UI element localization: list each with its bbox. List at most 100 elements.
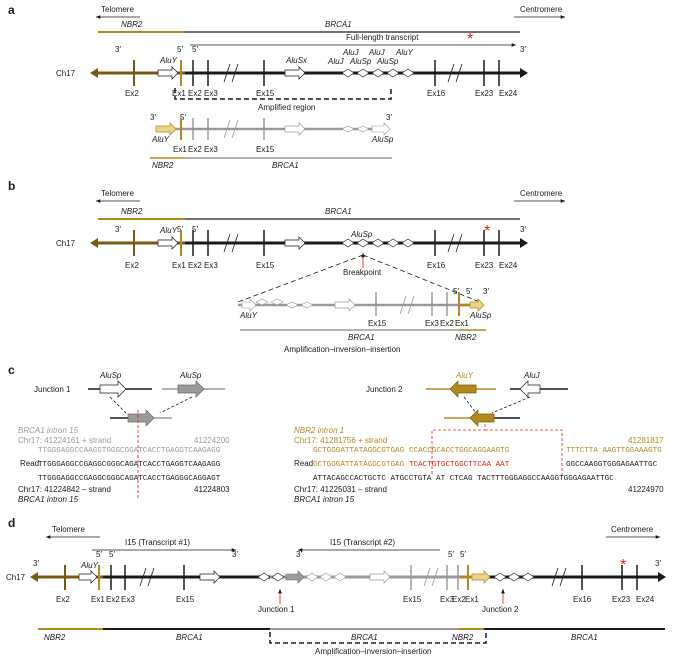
d-three-prime-t1: 3′ [232,550,238,559]
aluy-label: AluY [159,56,178,65]
b-chrom-left-arrowhead [90,238,98,248]
b-aluy-element [157,236,179,250]
d-transcript2-label: I15 (Transcript #2) [330,538,395,547]
panel-label-a: a [8,3,15,17]
d-ex1-nbr2-label: Ex1 [91,595,105,604]
d-three-prime-right: 3′ [655,559,661,568]
ex1-nbr2-label: Ex1 [172,89,186,98]
alusp-element-2 [386,68,400,78]
b-inv-alusx-element [334,298,356,312]
ex24-label: Ex24 [499,89,518,98]
b-inv-five-prime-a: 5′ [453,287,459,296]
c-j2-aluj-element [519,380,541,398]
c-j2-gene-top: NBR2 intron 1 [294,426,344,435]
d-five-prime-inv-a: 5′ [448,550,454,559]
d-junction1-alu [285,570,305,584]
c-j2-seq-top-a: GCTGGGATTATAGGCGTGAG [313,447,405,455]
d-ex16-label: Ex16 [573,595,592,604]
b-break-marks-2 [447,233,463,253]
b-ex24-label: Ex24 [499,261,518,270]
b-chrom-right-arrowhead [520,238,528,248]
sub-ex3-label: Ex3 [204,145,218,154]
b-inv-nbr2-label: NBR2 [455,333,477,342]
c-j1-combined-alu [127,409,155,427]
c-j2-aluy-label: AluY [455,371,474,380]
c-j1-gene-top: BRCA1 intron 15 [18,426,79,435]
b-five-prime-nbr2: 5′ [177,225,183,234]
b-inv-alu-cluster [255,298,314,309]
c-j2-seq-read-c: GGCCAAGGTGGGAGAATTGC [566,461,658,469]
c-j2-seq-read-a: GCTGGGATTATAGGCGTGAG [313,461,405,469]
b-ex1-nbr2-label: Ex1 [172,261,186,270]
c-j1-alusp-element-b [177,380,205,398]
ex23-label: Ex23 [475,89,494,98]
sub-nbr2-label: NBR2 [152,161,174,170]
b-inv-five-prime-b: 5′ [466,287,472,296]
c-j1-alusp-label-b: AluSp [179,371,202,380]
d-bar-brca1-a-label: BRCA1 [176,633,203,642]
ex2-nbr2-label: Ex2 [125,89,139,98]
b-inv-ex3-label: Ex3 [425,319,439,328]
telomere-label: Telomere [101,5,134,14]
b-break-marks-1 [223,233,239,253]
c-j2-gene-bottom: BRCA1 intron 15 [294,495,355,504]
sub-five-prime: 5′ [180,113,186,122]
b-inv-ex2-label: Ex2 [440,319,454,328]
aluj-element-2 [371,68,385,78]
b-insertion-guides [237,254,481,303]
c-j2-combined-alu [469,409,495,427]
c-j2-seq-read-b: TCACTGTGCTGGCTTCAA AAT [409,461,510,469]
d-bar-nbr2-a-label: NBR2 [44,633,66,642]
sub-three-prime: 3′ [150,113,156,122]
c-j2-coord-top-end: 41281817 [628,436,664,445]
c-j1-seq-bottom: TTGGGAGGCCGAGGCGGGCAGATCACCTGAGGGCAGGAGT [38,475,221,483]
d-chrom-right-arrowhead [658,572,666,582]
d-bar-brca1-b-label: BRCA1 [351,633,378,642]
c-j2-junction-marker [431,424,563,476]
c-junction2-label: Junction 2 [366,385,403,394]
d-three-prime-t2: 3′ [296,550,302,559]
d-alu-cluster-j2-black [493,572,535,582]
b-telomere-label: Telomere [101,189,134,198]
d-mutation-star: * [620,557,626,574]
chrom-left-arrowhead [90,68,98,78]
d-break-marks-1 [139,567,155,587]
c-j2-aluy-element [449,380,477,398]
d-bar-nbr2-b-label: NBR2 [452,633,474,642]
c-j1-coord-bottom: Chr17: 41224842 – strand [18,485,111,494]
d-telomere-label: Telomere [52,525,85,534]
c-j2-coord-top: Chr17: 41281756 + strand [294,436,387,445]
panel-a: a Telomere Centromere NBR2 BRCA1 Full-le… [8,3,565,170]
sub-alusp-label: AluSp [371,135,394,144]
ex3-label: Ex3 [204,89,218,98]
b-alusp-label: AluSp [350,230,373,239]
d-three-prime-left: 3′ [33,559,39,568]
d-break-marks-2 [551,567,567,587]
b-ex23-label: Ex23 [475,261,494,270]
aluj-element-1 [341,68,355,78]
d-aluy-label: AluY [80,561,99,570]
c-j1-guides [109,396,193,414]
b-caption: Amplification–inversion–insertion [284,345,401,354]
sub-ex15-label: Ex15 [256,145,275,154]
c-j2-seq-bottom: ATTACAGCCACTGCTC ATGCCTGTA AT CTCAG TACT… [313,475,614,483]
b-inv-aluy-label: AluY [239,311,258,320]
b-inv-aluy-element [241,298,257,312]
chrom-right-arrowhead [520,68,528,78]
b-aluy-label: AluY [159,226,178,235]
b-nbr2-gene-label: NBR2 [121,207,143,216]
b-brca1-gene-label: BRCA1 [325,207,352,216]
c-j1-alusp-label-a: AluSp [99,371,122,380]
c-j1-seq-top: TTGGGAGGCCAAGGTGGGCGGATCACCTGAGGTCAAGAGG [38,447,221,455]
panel-c: c Junction 1 AluSp AluSp BRCA1 intron 15… [8,363,664,504]
break-marks-2 [447,63,463,83]
sub-three-prime-right: 3′ [386,113,392,122]
d-inv-ex3-label: Ex3 [440,595,454,604]
c-j1-gene-bottom: BRCA1 intron 15 [18,495,79,504]
b-mutation-star: * [484,223,490,240]
d-alu-cluster-j1-black [257,572,285,582]
c-j1-coord-bottom-end: 41224803 [194,485,230,494]
alusp-label-2: AluSp [376,57,399,66]
d-alusx-element [199,570,221,584]
c-j2-read-label: Read [294,459,313,468]
